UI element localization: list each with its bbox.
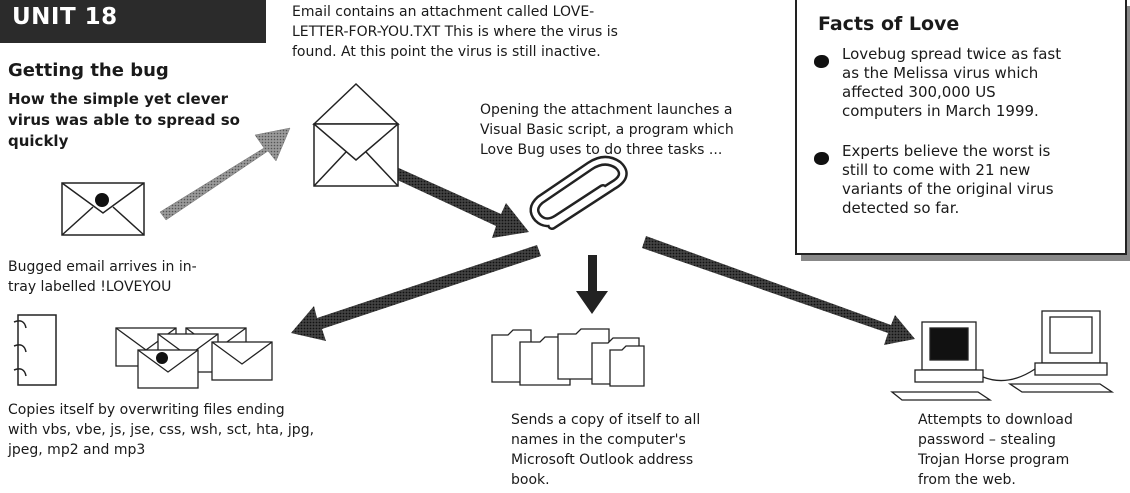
subheading-line-3: quickly — [8, 132, 69, 150]
computers-icon — [890, 310, 1115, 401]
paperclip-icon — [529, 155, 628, 230]
bug-bullet-icon — [814, 152, 829, 165]
copies-caption-line-3: jpeg, mp2 and mp3 — [8, 442, 146, 458]
email-caption-line-2: LETTER-FOR-YOU.TXT This is where the vir… — [292, 24, 618, 40]
email-caption-line-3: found. At this point the virus is still … — [292, 44, 601, 60]
open-envelope-icon — [312, 82, 400, 187]
envelope-stack-icon — [115, 327, 273, 389]
sends-caption-line-2: names in the computer's — [511, 432, 686, 448]
opening-caption-line-2: Visual Basic script, a program which — [480, 122, 734, 138]
fact-2-line-3: variants of the original virus — [842, 180, 1054, 198]
arrow-icon — [642, 236, 915, 345]
fact-1-line-1: Lovebug spread twice as fast — [842, 45, 1062, 63]
arrow-icon — [576, 255, 608, 314]
attempts-caption-line-3: Trojan Horse program — [918, 452, 1070, 468]
opening-caption-line-3: Love Bug uses to do three tasks ... — [480, 142, 723, 158]
folders-icon — [491, 328, 645, 387]
bugged-caption-line-1: Bugged email arrives in in- — [8, 259, 197, 275]
copies-caption-line-2: with vbs, vbe, js, jse, css, wsh, sct, h… — [8, 422, 315, 438]
sends-caption-line-1: Sends a copy of itself to all — [511, 412, 701, 428]
attempts-caption-line-1: Attempts to download — [918, 412, 1073, 428]
subheading-line-1: How the simple yet clever — [8, 90, 229, 108]
facts-box — [795, 0, 1127, 255]
sends-caption-line-3: Microsoft Outlook address — [511, 452, 694, 468]
attempts-caption-line-2: password – stealing — [918, 432, 1056, 448]
unit-label: UNIT 18 — [12, 4, 118, 30]
facts-title: Facts of Love — [818, 13, 960, 35]
copies-caption-line-1: Copies itself by overwriting files endin… — [8, 402, 285, 418]
fact-1-line-3: affected 300,000 US — [842, 83, 996, 101]
unit-badge — [0, 0, 266, 43]
fact-2-line-2: still to come with 21 new — [842, 161, 1031, 179]
opening-caption-line-1: Opening the attachment launches a — [480, 102, 733, 118]
attempts-caption-line-4: from the web. — [918, 472, 1016, 488]
page-heading: Getting the bug — [8, 60, 169, 81]
subheading-line-2: virus was able to spread so — [8, 111, 240, 129]
arrow-icon — [291, 245, 541, 341]
bug-bullet-icon — [814, 55, 829, 68]
fact-2-line-4: detected so far. — [842, 199, 960, 217]
fact-1-line-4: computers in March 1999. — [842, 102, 1039, 120]
bugged-caption-line-2: tray labelled !LOVEYOU — [8, 279, 172, 295]
fact-1-line-2: as the Melissa virus which — [842, 64, 1039, 82]
notebook-icon — [13, 314, 57, 386]
sends-caption-line-4: book. — [511, 472, 550, 488]
email-caption-line-1: Email contains an attachment called LOVE… — [292, 4, 595, 20]
arrow-icon — [159, 127, 291, 221]
arrow-icon — [376, 160, 529, 238]
envelope-with-bug-icon — [61, 182, 145, 236]
fact-2-line-1: Experts believe the worst is — [842, 142, 1051, 160]
